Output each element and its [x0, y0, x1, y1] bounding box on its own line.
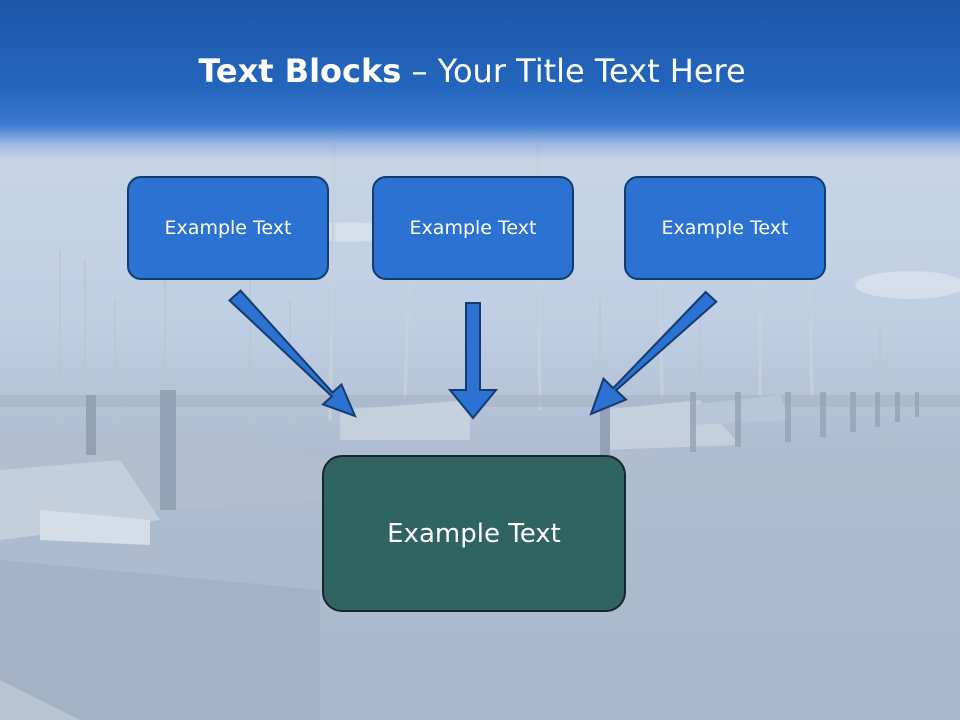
- text-block-bottom[interactable]: Example Text: [322, 455, 626, 612]
- arrow-left-diagonal: [228, 289, 357, 418]
- text-block-right[interactable]: Example Text: [624, 176, 826, 280]
- text-block-left-label: Example Text: [164, 217, 292, 239]
- title-rest: Your Title Text Here: [437, 52, 746, 90]
- title-bold: Text Blocks: [198, 52, 402, 90]
- title-dash: –: [401, 52, 438, 90]
- arrow-center-down: [447, 302, 499, 420]
- text-block-center[interactable]: Example Text: [372, 176, 574, 280]
- text-block-left[interactable]: Example Text: [127, 176, 329, 280]
- text-block-center-label: Example Text: [409, 217, 537, 239]
- arrows: [228, 289, 718, 420]
- arrow-right-diagonal: [589, 290, 718, 416]
- text-block-right-label: Example Text: [661, 217, 789, 239]
- header-band: [0, 0, 960, 160]
- text-block-bottom-label: Example Text: [387, 518, 561, 549]
- slide-title: Text Blocks – Your Title Text Here: [0, 52, 944, 90]
